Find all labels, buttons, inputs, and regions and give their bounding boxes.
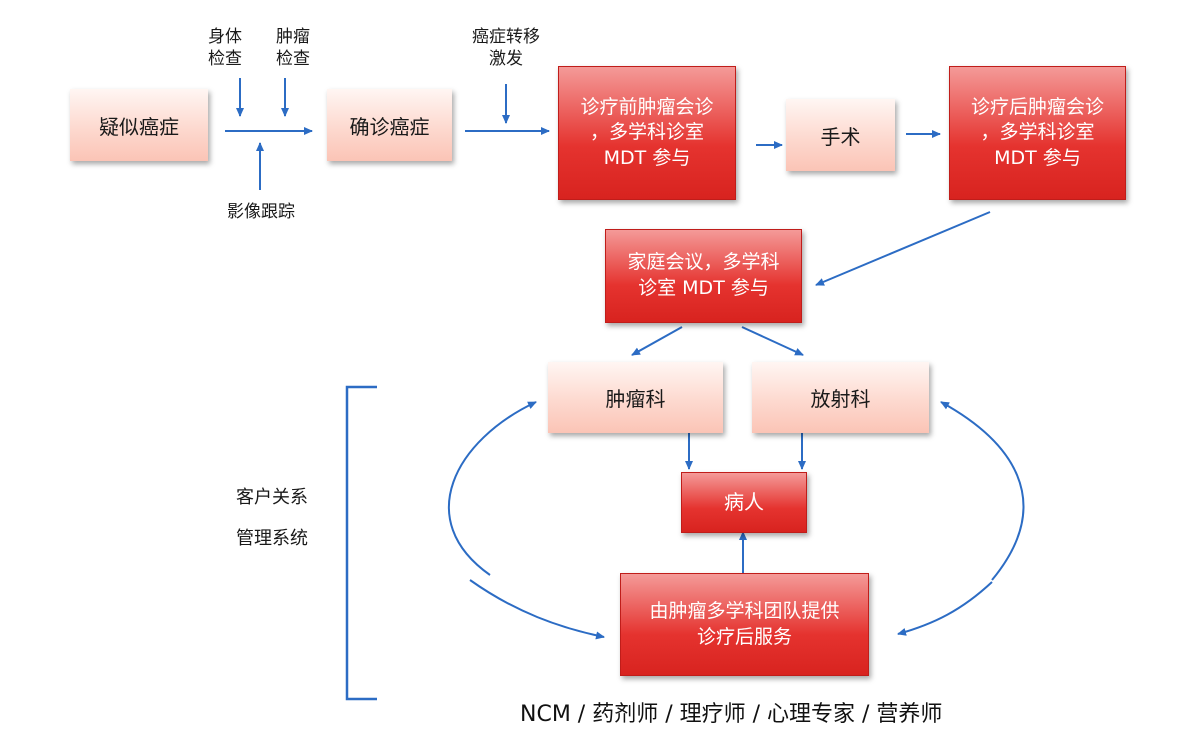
surgery-box: 手术 bbox=[786, 99, 895, 171]
arrow-family-to-oncology bbox=[631, 326, 683, 356]
radiology-dept-box: 放射科 bbox=[752, 362, 929, 433]
metastasis-label: 癌症转移 激发 bbox=[472, 27, 540, 70]
body-exam-label: 身体 检查 bbox=[208, 27, 242, 70]
support-roles-footer: NCM / 药剂师 / 理疗师 / 心理专家 / 营养师 bbox=[520, 702, 943, 727]
tumor-exam-label: 肿瘤 检查 bbox=[276, 27, 310, 70]
family-meeting-box: 家庭会议，多学科 诊室 MDT 参与 bbox=[605, 229, 802, 323]
imaging-label: 影像跟踪 bbox=[227, 202, 295, 222]
oncology-dept-box: 肿瘤科 bbox=[548, 362, 723, 433]
loop-arrow-right-up bbox=[940, 401, 1025, 581]
loop-arrow-left-up bbox=[447, 401, 537, 576]
aftercare-service-box: 由肿瘤多学科团队提供 诊疗后服务 bbox=[620, 573, 869, 676]
arrow-post-mdt-to-family bbox=[815, 211, 991, 286]
pre-treatment-mdt-box: 诊疗前肿瘤会诊 ，多学科诊室 MDT 参与 bbox=[558, 66, 736, 200]
crm-label: 客户关系 管理系统 bbox=[236, 487, 308, 550]
suspected-cancer-box: 疑似癌症 bbox=[70, 89, 208, 161]
arrow-family-to-radiology bbox=[741, 326, 804, 356]
loop-arrow-right-down bbox=[897, 581, 993, 636]
post-treatment-mdt-box: 诊疗后肿瘤会诊 ，多学科诊室 MDT 参与 bbox=[949, 66, 1126, 200]
patient-box: 病人 bbox=[681, 472, 807, 533]
crm-bracket bbox=[345, 385, 377, 701]
confirmed-cancer-box: 确诊癌症 bbox=[327, 89, 452, 161]
loop-arrow-left-down bbox=[469, 579, 605, 640]
